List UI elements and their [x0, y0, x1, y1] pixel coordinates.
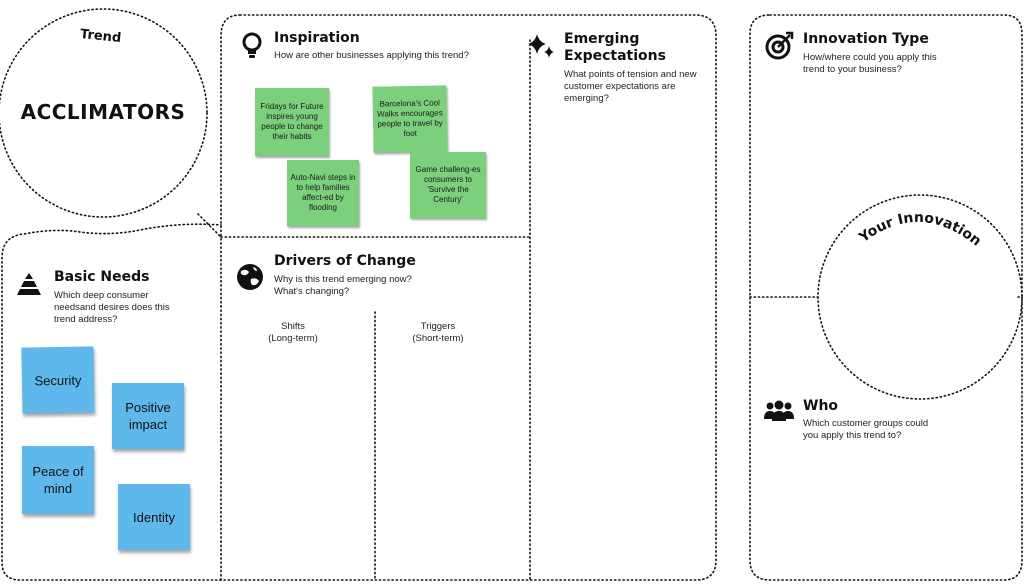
trend-circle — [0, 8, 208, 218]
your-innovation-label: Your Innovation — [856, 210, 985, 250]
triggers-sublabel: (Short-term) — [412, 333, 464, 344]
inspiration-note[interactable]: Auto-Navi steps in to help families affe… — [287, 160, 359, 226]
basic-needs-border — [1, 223, 222, 581]
inspiration-title: Inspiration — [274, 30, 360, 46]
drivers-subtitle-line1: Why is this trend emerging now? — [274, 274, 412, 285]
lightbulb-icon — [240, 31, 264, 61]
inspiration-note[interactable]: Game challeng-es consumers to 'Survive t… — [410, 152, 486, 218]
need-note[interactable]: Peace of mind — [22, 446, 94, 514]
pyramid-icon — [16, 271, 42, 297]
inspiration-subtitle: How are other businesses applying this t… — [274, 50, 469, 61]
sparkle-icon — [526, 32, 556, 60]
need-note[interactable]: Security — [21, 346, 95, 414]
globe-icon — [235, 262, 265, 292]
triggers-label: Triggers — [420, 321, 456, 332]
svg-text:Your Innovation: Your Innovation — [856, 210, 985, 250]
drivers-subtitle-line2: What's changing? — [274, 286, 350, 297]
innovation-type-title: Innovation Type — [803, 31, 929, 47]
innovation-circle — [817, 194, 1023, 400]
middle-panel-border — [220, 14, 717, 581]
emerging-subtitle: What points of tension and new customer … — [564, 69, 697, 104]
trend-name: ACCLIMATORS — [20, 100, 186, 124]
need-note[interactable]: Positive impact — [112, 383, 184, 449]
who-title: Who — [803, 398, 839, 414]
inspiration-note[interactable]: Barcelona's Cool Walks encourages people… — [372, 85, 448, 153]
drivers-title: Drivers of Change — [274, 253, 416, 269]
target-icon — [764, 31, 794, 61]
trend-connector — [197, 213, 222, 238]
emerging-title-line1: Emerging — [564, 31, 640, 47]
people-icon — [763, 399, 795, 423]
innovation-type-subtitle: How/where could you apply this trend to … — [803, 52, 937, 75]
inspiration-note[interactable]: Fridays for Future inspires young people… — [255, 88, 329, 156]
shifts-sublabel: (Long-term) — [268, 333, 318, 344]
who-subtitle: Which customer groups could you apply th… — [803, 418, 929, 441]
right-panel-border — [749, 14, 1023, 581]
emerging-title-line2: Expectations — [564, 48, 666, 64]
need-note[interactable]: Identity — [118, 484, 190, 550]
basic-needs-title: Basic Needs — [54, 269, 150, 285]
shifts-label: Shifts — [281, 321, 305, 332]
basic-needs-subtitle: Which deep consumer needsand desires doe… — [54, 290, 170, 325]
